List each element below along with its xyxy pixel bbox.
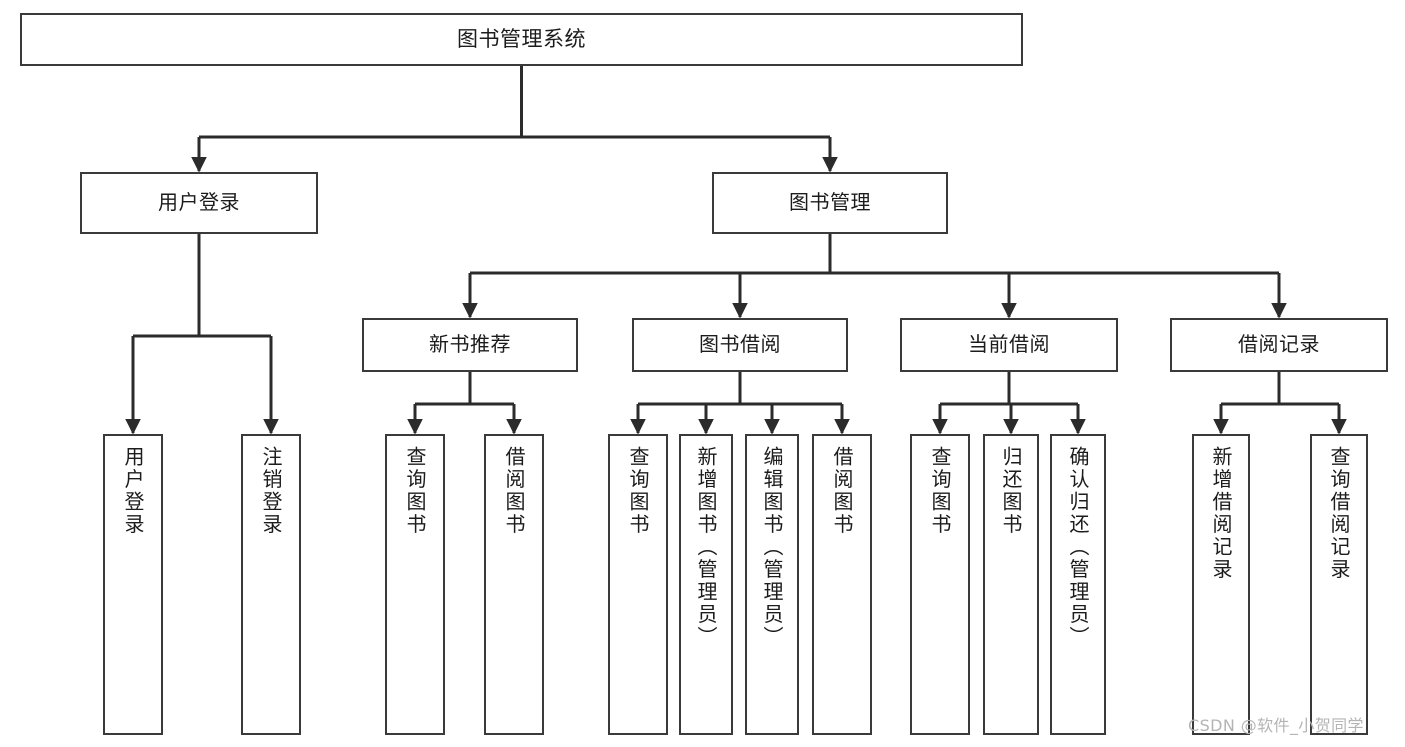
node-label: 查询借阅记录 [1327,446,1351,581]
node-login[interactable]: 用户登录 [80,172,318,234]
node-borrow[interactable]: 图书借阅 [632,318,848,372]
node-l-logout[interactable]: 注销登录 [241,434,301,735]
node-label: 用户登录 [121,446,145,536]
watermark-text: CSDN @软件_小贺同学 [1188,716,1364,735]
node-label: 新书推荐 [429,332,511,357]
node-l-login[interactable]: 用户登录 [103,434,163,735]
node-label: 查询图书 [403,446,427,536]
node-l-edit[interactable]: 编辑图书（管理员） [745,434,799,735]
node-bookmgmt[interactable]: 图书管理 [712,172,948,234]
node-label: 用户登录 [158,190,240,215]
node-label: 注销登录 [259,446,283,536]
node-label: 确认归还（管理员） [1066,446,1090,649]
node-l-confirm[interactable]: 确认归还（管理员） [1050,434,1106,735]
node-label: 借阅图书 [830,446,854,536]
node-label: 当前借阅 [968,332,1050,357]
node-current[interactable]: 当前借阅 [900,318,1118,372]
node-l-query2[interactable]: 查询图书 [608,434,668,735]
node-records[interactable]: 借阅记录 [1170,318,1388,372]
node-newbook[interactable]: 新书推荐 [362,318,578,372]
node-label: 新增借阅记录 [1209,446,1233,581]
node-label: 图书借阅 [699,332,781,357]
node-l-addrec[interactable]: 新增借阅记录 [1192,434,1250,735]
node-l-add[interactable]: 新增图书（管理员） [679,434,733,735]
node-l-queryrec[interactable]: 查询借阅记录 [1310,434,1368,735]
node-label: 图书管理系统 [457,27,586,52]
node-label: 借阅记录 [1238,332,1320,357]
node-root[interactable]: 图书管理系统 [20,13,1023,66]
node-l-query3[interactable]: 查询图书 [910,434,970,735]
node-l-borrow1[interactable]: 借阅图书 [484,434,544,735]
node-label: 查询图书 [626,446,650,536]
node-label: 图书管理 [789,190,871,215]
node-l-borrow2[interactable]: 借阅图书 [812,434,872,735]
node-label: 新增图书（管理员） [694,446,718,649]
node-l-query1[interactable]: 查询图书 [385,434,445,735]
node-l-return[interactable]: 归还图书 [983,434,1039,735]
node-label: 借阅图书 [502,446,526,536]
node-label: 归还图书 [999,446,1023,536]
node-label: 编辑图书（管理员） [760,446,784,649]
node-label: 查询图书 [928,446,952,536]
